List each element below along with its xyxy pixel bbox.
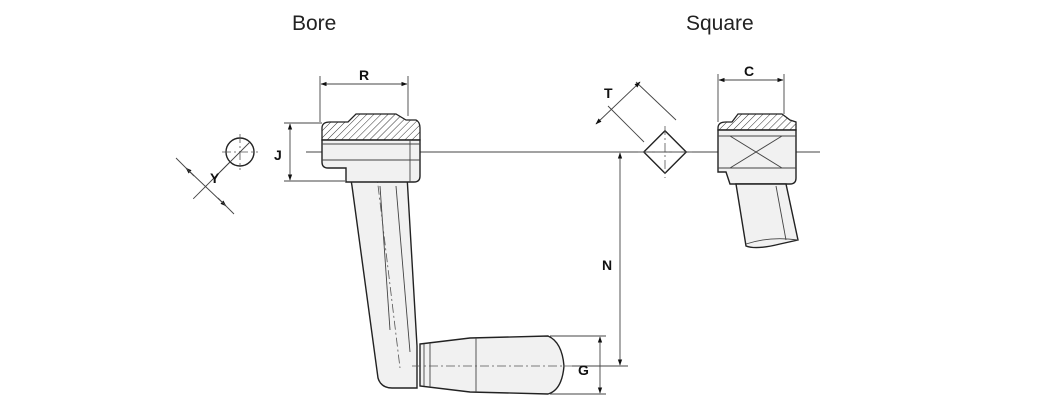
square-hub-body xyxy=(717,129,797,185)
crank-arm-inner-line xyxy=(379,185,391,331)
square-hub-hatched xyxy=(717,113,797,131)
crank-arm-edge-line xyxy=(395,185,411,353)
square-hub-view xyxy=(717,113,799,249)
square-arm-edge xyxy=(775,185,787,241)
t-extension-1 xyxy=(607,105,645,143)
dim-j-label: J xyxy=(274,147,282,163)
c-dimension: C xyxy=(717,63,785,122)
crank-arm-centerline xyxy=(373,151,401,369)
dim-g-label: G xyxy=(578,362,589,378)
square-bore-detail: T xyxy=(595,81,692,178)
square-arm-stub xyxy=(735,183,799,249)
hub-body xyxy=(321,139,421,183)
r-dimension: R xyxy=(319,67,409,122)
dim-y-label: Y xyxy=(210,170,220,186)
dim-n-label: N xyxy=(602,257,612,273)
bore-heading: Bore xyxy=(292,12,336,35)
hub-hatched-top xyxy=(321,113,421,141)
crank-arm xyxy=(345,149,418,389)
square-break-line xyxy=(745,238,799,245)
handle-grip xyxy=(419,335,565,395)
dim-r-label: R xyxy=(359,67,369,83)
crank-handle xyxy=(321,113,572,395)
dim-c-label: C xyxy=(744,63,754,79)
j-dimension: J xyxy=(274,122,345,182)
bore-circle-detail: Y xyxy=(175,134,258,215)
square-bore-shape xyxy=(642,129,688,175)
g-dimension: G xyxy=(550,335,606,395)
y-tick-1 xyxy=(175,157,195,177)
n-dimension: N xyxy=(572,152,628,367)
square-heading: Square xyxy=(686,12,754,35)
y-tick-2 xyxy=(217,197,235,215)
square-cross-2 xyxy=(729,135,783,169)
dim-t-label: T xyxy=(604,85,613,101)
t-extension-2 xyxy=(635,81,677,121)
t-dimension-line xyxy=(595,81,641,125)
